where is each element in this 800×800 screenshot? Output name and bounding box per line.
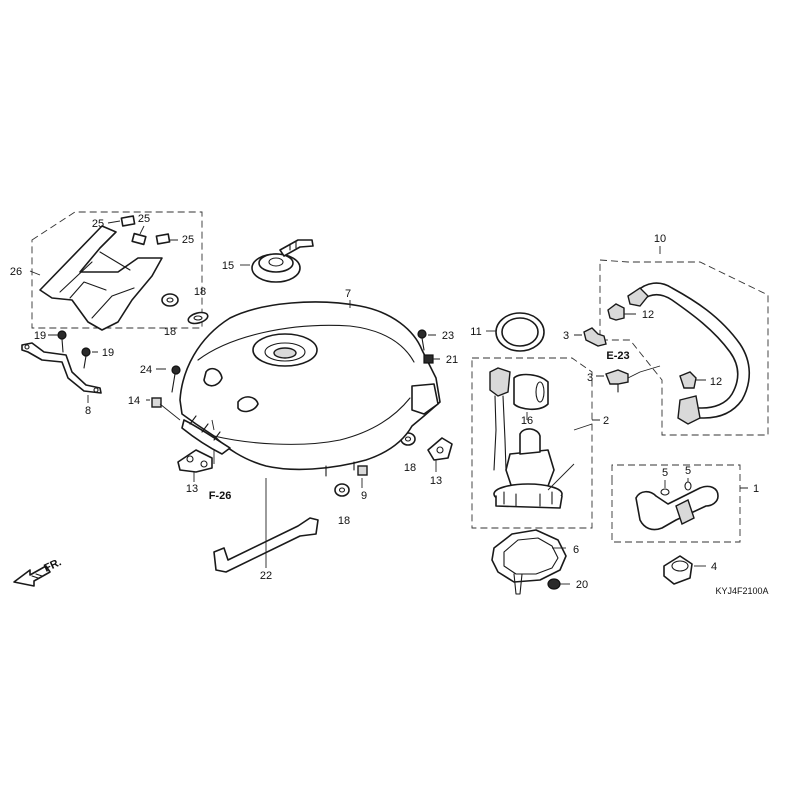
group-frame-joint-hose [611, 464, 741, 543]
callout-labels: 1 2 3 3 4 5 5 6 7 8 9 10 11 12 12 13 13 … [10, 213, 759, 591]
callout-18-b: 18 [164, 326, 176, 338]
callout-18-c: 18 [404, 462, 416, 474]
breather-hose-part [627, 282, 751, 425]
callout-1: 1 [753, 483, 759, 495]
flange-nut-part-20 [547, 578, 561, 590]
fuel-tank-part [179, 301, 441, 477]
hose-clamp-part-12-upper [607, 303, 625, 321]
callout-16: 16 [521, 415, 533, 427]
callout-22: 22 [260, 570, 272, 582]
fuel-cap-part [251, 239, 314, 283]
cap-part-4 [663, 555, 693, 585]
callout-26: 26 [10, 266, 22, 278]
collar-part-14 [151, 397, 162, 408]
callout-5-left: 5 [662, 467, 668, 479]
mount-bracket-part-13-left [177, 449, 213, 473]
callout-3-upper: 3 [563, 330, 569, 342]
diagram-code: KYJ4F2100A [715, 586, 768, 596]
reference-e23: E-23 [606, 350, 629, 362]
callout-10: 10 [654, 233, 666, 245]
callout-9: 9 [361, 490, 367, 502]
fitting-part-3-lower [605, 369, 629, 393]
mount-bracket-part-13-right [427, 437, 453, 461]
clip-part-5-right [684, 481, 692, 491]
callout-12-upper: 12 [642, 309, 654, 321]
bolt-part-23 [417, 329, 427, 351]
callout-25-a: 25 [92, 218, 104, 230]
fitting-part-3-upper [583, 327, 607, 347]
cushion-parts [120, 215, 171, 246]
bolt-parts-19 [57, 330, 91, 369]
callout-6: 6 [573, 544, 579, 556]
group-frame-breather-hose [599, 259, 769, 436]
callout-4: 4 [711, 561, 717, 573]
callout-14: 14 [128, 395, 140, 407]
callout-8: 8 [85, 405, 91, 417]
callout-25-c: 25 [182, 234, 194, 246]
front-direction-label: FR. [42, 556, 63, 574]
callout-19-b: 19 [102, 347, 114, 359]
callout-2: 2 [603, 415, 609, 427]
callout-18-d: 18 [338, 515, 350, 527]
callout-23: 23 [442, 330, 454, 342]
clip-part-5-left [660, 488, 670, 496]
bolt-part-24 [171, 365, 181, 393]
stay-bracket-part [21, 342, 102, 394]
callout-20: 20 [576, 579, 588, 591]
clip-part-9 [357, 465, 368, 476]
callout-13-left: 13 [186, 483, 198, 495]
callout-19-a: 19 [34, 330, 46, 342]
top-cover-part [39, 225, 163, 331]
callout-3-lower: 3 [587, 372, 593, 384]
callout-18-a: 18 [194, 286, 206, 298]
fuel-pump-part [489, 367, 563, 509]
callout-15: 15 [222, 260, 234, 272]
nut-part-21 [423, 354, 434, 364]
hose-clamp-part-12-lower [679, 371, 697, 389]
callout-11: 11 [470, 326, 481, 338]
group-frame-top-cover [31, 211, 203, 329]
packing-ring-part [495, 312, 545, 352]
pump-gasket-part [491, 529, 567, 595]
group-frame-fuel-pump [471, 357, 593, 529]
callout-21: 21 [446, 354, 458, 366]
reference-f26: F-26 [209, 490, 232, 502]
callout-25-b: 25 [138, 213, 150, 225]
callout-24: 24 [140, 364, 152, 376]
callout-12-lower: 12 [710, 376, 722, 388]
callout-7: 7 [345, 288, 351, 300]
joint-hose-part [635, 485, 719, 531]
callout-13-right: 13 [430, 475, 442, 487]
front-direction-arrow-icon [13, 565, 51, 587]
callout-5-right: 5 [685, 465, 691, 477]
